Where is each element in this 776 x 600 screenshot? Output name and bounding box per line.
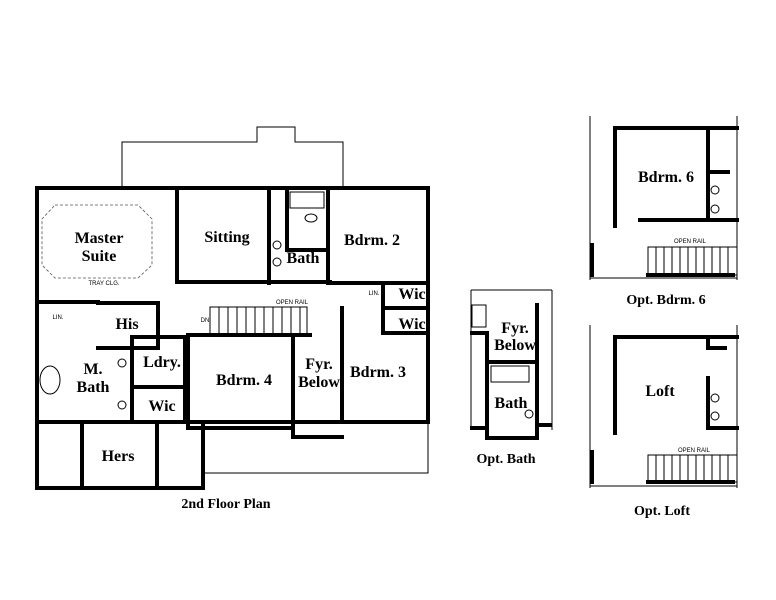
room-label-bath: Bath — [495, 395, 528, 412]
room-label-hers: Hers — [102, 448, 135, 465]
sink — [117, 400, 127, 410]
room-label-master-suite: Master — [75, 230, 124, 247]
staircase — [647, 246, 738, 276]
caption-opt-bdrm6: Opt. Bdrm. 6 — [626, 293, 705, 308]
room-label-foyer-below: Fyr. — [501, 320, 528, 337]
caption-opt-bath: Opt. Bath — [476, 452, 535, 467]
room-label-sitting: Sitting — [204, 229, 249, 246]
room-label-m-bath: M. — [83, 361, 102, 378]
main-plan — [35, 126, 430, 490]
opt-bdrm6-plan: Bdrm. 6 OPEN RAIL Opt. Bdrm. 6 — [589, 116, 739, 308]
tub — [289, 191, 325, 209]
main-plan-labels: Master Suite TRAY CLG. Sitting Bath Bdrm… — [52, 229, 425, 512]
room-label-bdrm3: Bdrm. 3 — [350, 364, 406, 381]
room-label-m-bath-2: Bath — [77, 379, 110, 396]
room-label-wic: Wic — [148, 398, 175, 415]
open-rail-note: OPEN RAIL — [678, 448, 711, 454]
opt-bath-plan: Fyr. Below Bath Opt. Bath — [470, 289, 553, 467]
room-label-foyer-below: Fyr. — [305, 356, 332, 373]
tray-ceiling-note: TRAY CLG. — [88, 281, 119, 287]
linen-note: LIN. — [368, 291, 379, 297]
sink — [524, 409, 534, 419]
sink — [272, 240, 282, 250]
room-label-bath: Bath — [287, 250, 320, 267]
staircase — [647, 454, 738, 483]
sink — [117, 358, 127, 368]
room-label-wic: Wic — [398, 316, 425, 333]
room-label-bdrm4: Bdrm. 4 — [216, 372, 272, 389]
room-label-wic: Wic — [398, 286, 425, 303]
open-rail-note: OPEN RAIL — [276, 300, 309, 306]
linen-note: LIN. — [52, 315, 63, 321]
sink — [272, 257, 282, 267]
porch-roof-outline — [203, 422, 429, 474]
caption-opt-loft: Opt. Loft — [634, 504, 690, 519]
room-label-bdrm6: Bdrm. 6 — [638, 169, 694, 186]
tray-ceiling-outline — [41, 204, 153, 279]
room-label-bdrm2: Bdrm. 2 — [344, 232, 400, 249]
bathtub — [39, 365, 61, 395]
exterior-walls — [35, 186, 430, 424]
room-label-loft: Loft — [645, 383, 675, 400]
tub — [490, 365, 530, 383]
room-label-laundry: Ldry. — [143, 354, 181, 371]
room-label-his: His — [115, 316, 138, 333]
opt-loft-plan: Loft OPEN RAIL Opt. Loft — [589, 325, 739, 519]
room-label-master-suite-2: Suite — [82, 248, 117, 265]
roof-outline — [121, 126, 344, 187]
open-rail-note: OPEN RAIL — [674, 239, 707, 245]
caption-2nd-floor-plan: 2nd Floor Plan — [181, 497, 270, 512]
staircase — [209, 306, 308, 336]
room-label-foyer-below-2: Below — [298, 374, 340, 391]
down-note: DN — [201, 318, 210, 324]
room-label-foyer-below-2: Below — [494, 337, 536, 354]
toilet — [304, 213, 318, 223]
